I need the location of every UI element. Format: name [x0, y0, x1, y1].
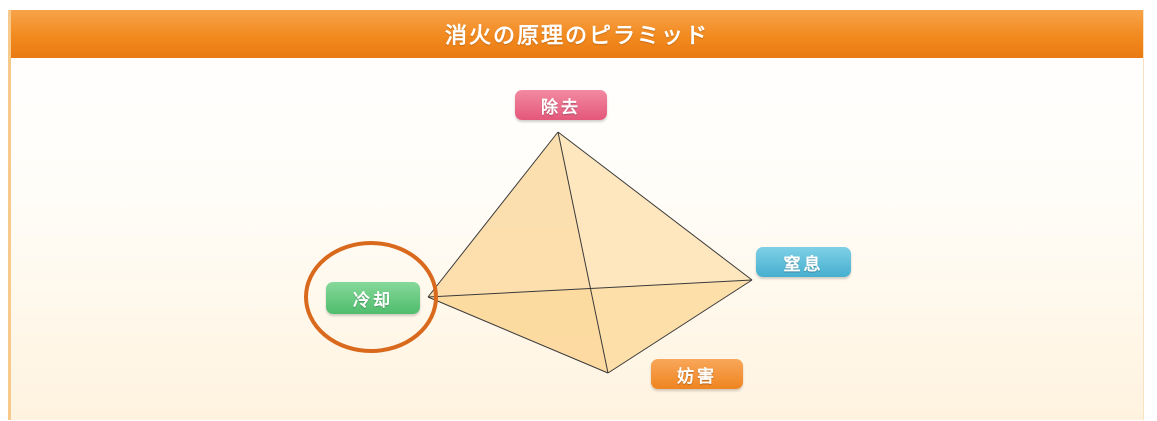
edge-left-right — [427, 279, 753, 298]
edge-top-bottom — [557, 131, 609, 374]
highlight-circle — [304, 241, 438, 353]
edge-bottom-right — [607, 279, 753, 374]
edge-top-left — [427, 131, 559, 298]
node-bottom-label: 妨害 — [651, 359, 743, 389]
pyramid-edges — [427, 131, 753, 374]
node-left-label: 冷却 — [326, 282, 420, 314]
edge-left-bottom — [427, 296, 609, 374]
face-bottom — [428, 280, 752, 373]
node-top-label: 除去 — [515, 90, 607, 120]
node-right-label: 窒息 — [756, 247, 851, 277]
edge-top-right — [557, 131, 753, 281]
diagram-title: 消火の原理のピラミッド — [11, 10, 1143, 58]
